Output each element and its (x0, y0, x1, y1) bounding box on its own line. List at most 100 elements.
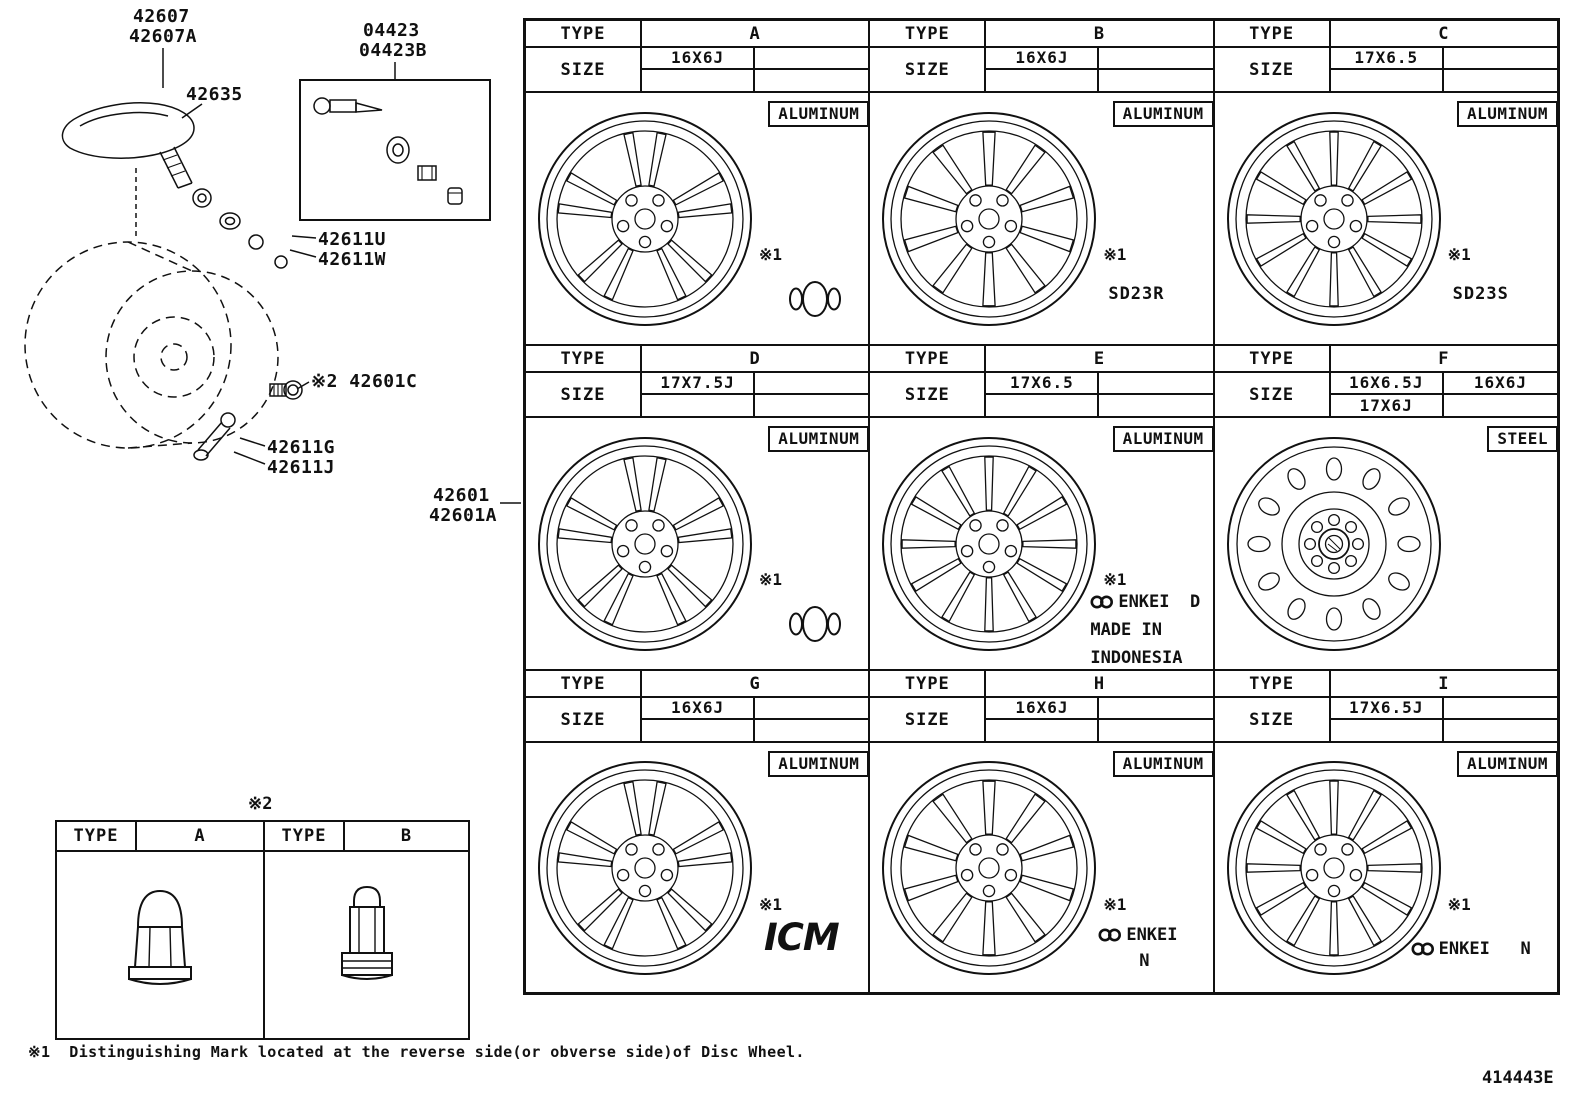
size-value-r1c1: 16X6J (642, 698, 756, 720)
size-values: 16X6J (642, 48, 869, 92)
wheel-illustration (882, 436, 1097, 651)
size-value-r1c1: 17X6.5 (986, 373, 1100, 395)
distinguishing-mark: ※1 (759, 570, 783, 589)
size-value-r1c1: 17X7.5J (642, 373, 756, 395)
part-number-42611w: 42611W (318, 249, 387, 270)
size-values: 17X7.5J (642, 373, 869, 416)
type-header-row: TYPE G (526, 671, 869, 698)
size-value-r2c2 (755, 720, 868, 742)
brand-text-line: MADE IN (1090, 620, 1162, 640)
size-header-row: SIZE 17X6.5 (1214, 48, 1557, 93)
part-number-42611g: 42611G (267, 437, 336, 458)
size-value-r2c2 (755, 70, 868, 92)
size-label: SIZE (870, 48, 987, 91)
size-values: 16X6J (986, 48, 1213, 92)
part-number-42601: 42601 (433, 485, 490, 506)
wheel-illustration (538, 111, 752, 326)
nut-type-table: TYPE A TYPE B (55, 820, 470, 1040)
size-value-r2c2 (1099, 720, 1212, 742)
tire-drawing (24, 241, 279, 449)
wheel-cell-body: ALUMINUM ※1 (526, 93, 870, 344)
type-label: TYPE (870, 21, 987, 46)
material-badge: ALUMINUM (768, 751, 870, 777)
size-header-row: SIZE 16X6J (870, 698, 1213, 743)
distinguishing-mark: ※1 (759, 245, 783, 264)
wheel-type-cell-F: TYPE F SIZE 16X6.5J 16X6J 17X6J STEEL (1213, 345, 1558, 670)
part-number-42611u: 42611U (318, 229, 387, 250)
size-value-r1c2 (1443, 698, 1557, 720)
size-value-r1c1: 16X6J (986, 698, 1100, 720)
acorn-nut-drawing (128, 889, 192, 985)
material-badge: ALUMINUM (1112, 426, 1214, 452)
nut-table-type-label-2: TYPE (265, 822, 345, 850)
type-header-row: TYPE H (870, 671, 1213, 698)
size-value-r1c2 (1099, 48, 1213, 70)
material-badge: ALUMINUM (1456, 101, 1558, 127)
nut-table-type-label-1: TYPE (57, 822, 137, 850)
material-badge: STEEL (1487, 426, 1558, 452)
part-number-42601c-value: 42601C (349, 371, 418, 392)
material-badge: ALUMINUM (1456, 751, 1558, 777)
brand-mark: ICM (764, 919, 840, 956)
brand-text-line: ENKEI D (1090, 588, 1200, 616)
size-value-r2c2 (1444, 720, 1557, 742)
size-value-r1c2 (1099, 373, 1213, 395)
type-label: TYPE (1215, 671, 1331, 696)
wheel-cell-body: ALUMINUM ※1 (526, 418, 870, 669)
type-header-row: TYPE B (870, 21, 1213, 48)
size-value-r2c2 (1099, 70, 1212, 92)
nut-table-type-b: B (400, 826, 413, 846)
size-value-r1c2 (755, 373, 869, 395)
size-value-r1c1: 16X6J (986, 48, 1100, 70)
type-header-row: TYPE I (1214, 671, 1557, 698)
brand-text-line: ENKEI (1098, 925, 1190, 945)
wheel-type-cell-A: TYPE A SIZE 16X6J ALUMINUM ※1 (525, 20, 870, 345)
size-value-r1c1: 17X6.5J (1330, 698, 1444, 720)
part-number-04423: 04423 (363, 20, 420, 41)
wheel-illustration (882, 111, 1097, 326)
size-values: 17X6.5 (1330, 48, 1557, 92)
type-header-row: TYPE E (870, 346, 1213, 373)
sheet-code: 414443E (1482, 1068, 1554, 1088)
type-label: TYPE (870, 671, 987, 696)
wheel-illustration (882, 760, 1097, 975)
brand-text-line: SD23R (1108, 284, 1165, 304)
wheel-cell-body: ALUMINUM ※1 ICM (526, 743, 870, 992)
size-label: SIZE (870, 698, 987, 741)
tpms-sensor-drawing (61, 102, 288, 269)
enkei-logo-icon (1098, 928, 1122, 942)
wheel-cell-body: ALUMINUM ※1 SD23S (1215, 93, 1558, 344)
brand-mark (784, 604, 846, 648)
size-value-r2c1 (642, 69, 756, 91)
size-value-r2c2 (1444, 70, 1557, 92)
brand-text-line: SD23S (1452, 284, 1509, 304)
type-label: TYPE (526, 21, 642, 46)
size-values: 17X6.5 (986, 373, 1213, 417)
wheel-spec-grid: TYPE A SIZE 16X6J ALUMINUM ※1 TYPE B SIZ… (523, 18, 1560, 995)
nut-table-ref-mark: ※2 (248, 794, 273, 814)
size-value-r1c2 (1099, 698, 1213, 720)
part-number-42611j: 42611J (267, 457, 336, 478)
size-header-row: SIZE 16X6J (526, 698, 869, 743)
type-letter: B (1093, 23, 1106, 44)
material-badge: ALUMINUM (1112, 751, 1214, 777)
wheel-maker-mark-icon (789, 606, 841, 642)
wheel-cell-body: ALUMINUM ※1 SD23R (870, 93, 1214, 344)
type-letter: D (749, 348, 761, 369)
material-badge: ALUMINUM (1112, 101, 1214, 127)
shank-nut-drawing (340, 885, 393, 980)
size-label: SIZE (1215, 48, 1331, 91)
size-value-r2c1 (1331, 719, 1444, 741)
size-value-r2c1 (642, 394, 756, 416)
brand-text-line: N (1139, 951, 1150, 971)
type-letter: F (1438, 348, 1450, 369)
size-value-r2c2 (1099, 395, 1212, 417)
size-value-r1c2 (1443, 48, 1557, 70)
wheel-type-cell-I: TYPE I SIZE 17X6.5J ALUMINUM ※1 ENKEI N (1213, 670, 1558, 993)
leader-lines (135, 48, 521, 504)
wheel-illustration (538, 436, 752, 651)
material-badge: ALUMINUM (768, 426, 870, 452)
